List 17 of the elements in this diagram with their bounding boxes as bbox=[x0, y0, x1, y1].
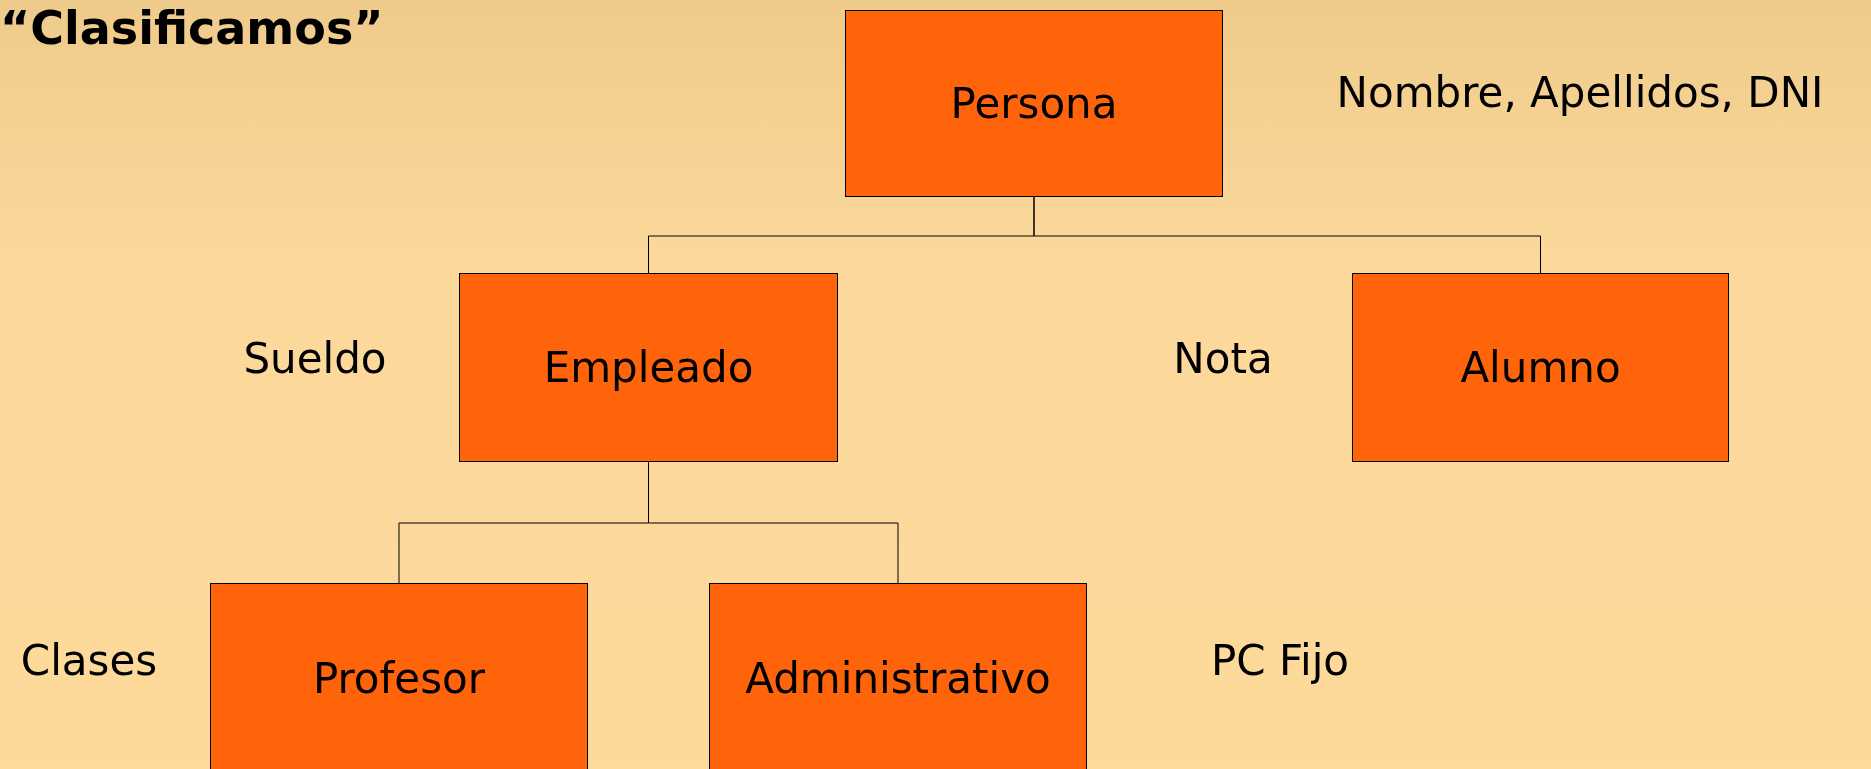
class-name: Alumno bbox=[1460, 343, 1621, 392]
class-box bbox=[459, 273, 838, 462]
attribute-label: Clases bbox=[20, 635, 158, 685]
attribute-label: Nombre, Apellidos, DNI bbox=[1336, 67, 1824, 117]
class-name: Empleado bbox=[543, 343, 754, 392]
class-name: Persona bbox=[950, 79, 1118, 128]
attribute-label: Sueldo bbox=[243, 333, 387, 383]
connector-line bbox=[1033, 196, 1541, 274]
class-name: Profesor bbox=[312, 654, 486, 703]
class-box bbox=[845, 10, 1223, 197]
class-box bbox=[709, 583, 1087, 769]
slide-title: “Clasificamos” bbox=[0, 0, 384, 56]
class-box bbox=[210, 583, 588, 769]
attribute-label: PC Fijo bbox=[1210, 635, 1350, 685]
class-box bbox=[1352, 273, 1729, 462]
class-name: Administrativo bbox=[745, 654, 1051, 703]
attribute-label: Nota bbox=[1173, 333, 1273, 383]
